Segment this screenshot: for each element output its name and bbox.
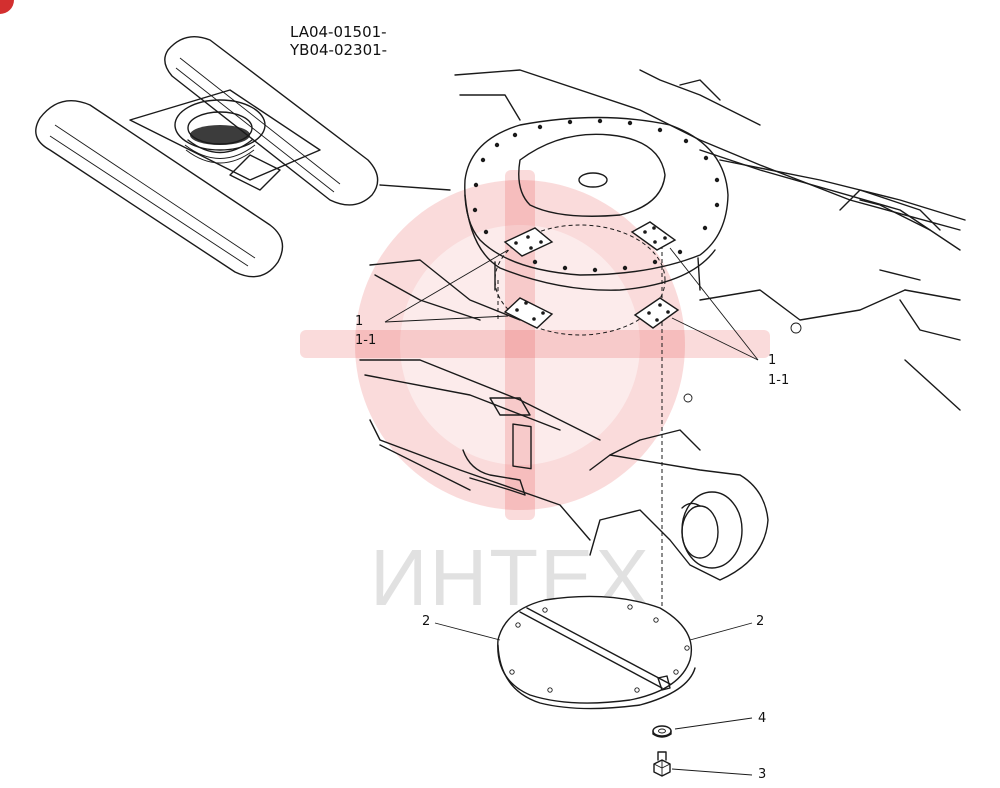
corner-badge <box>0 0 14 14</box>
callout-part-3: 3 <box>758 767 766 782</box>
leader-line-part-2-left <box>434 622 501 641</box>
leader-line-part-2-right <box>689 622 753 641</box>
cover-plate <box>497 595 696 710</box>
callout-right-1: 1 <box>768 353 776 368</box>
shim-plate-upper-right <box>630 221 677 251</box>
leader-line-part-4 <box>674 717 753 730</box>
shim-plate-upper-left <box>503 227 554 257</box>
lower-frame <box>359 69 966 581</box>
leader-line-part-3 <box>671 768 753 776</box>
shim-plate-lower-left <box>503 297 554 329</box>
cover-bolt-holes <box>509 604 690 693</box>
bolt <box>653 751 671 777</box>
hidden-opening-outline <box>494 224 666 336</box>
callout-right-1-1: 1-1 <box>768 373 789 388</box>
watermark-logo <box>300 170 770 520</box>
callout-right-2: 2 <box>756 614 764 629</box>
key-map-thumbnail <box>35 36 379 278</box>
callout-left-1-1: 1-1 <box>355 333 376 348</box>
washer <box>652 725 672 738</box>
callout-left-2: 2 <box>422 614 430 629</box>
bolt-holes <box>472 118 720 273</box>
callout-left-1: 1 <box>355 314 363 329</box>
serial-code-2: YB04-02301- <box>289 41 387 59</box>
shim-plate-lower-right <box>633 297 680 329</box>
leader-lines-part-1 <box>384 247 759 361</box>
serial-code-1: LA04-01501- <box>290 23 387 41</box>
swing-bearing <box>464 116 729 291</box>
callout-part-4: 4 <box>758 711 766 726</box>
